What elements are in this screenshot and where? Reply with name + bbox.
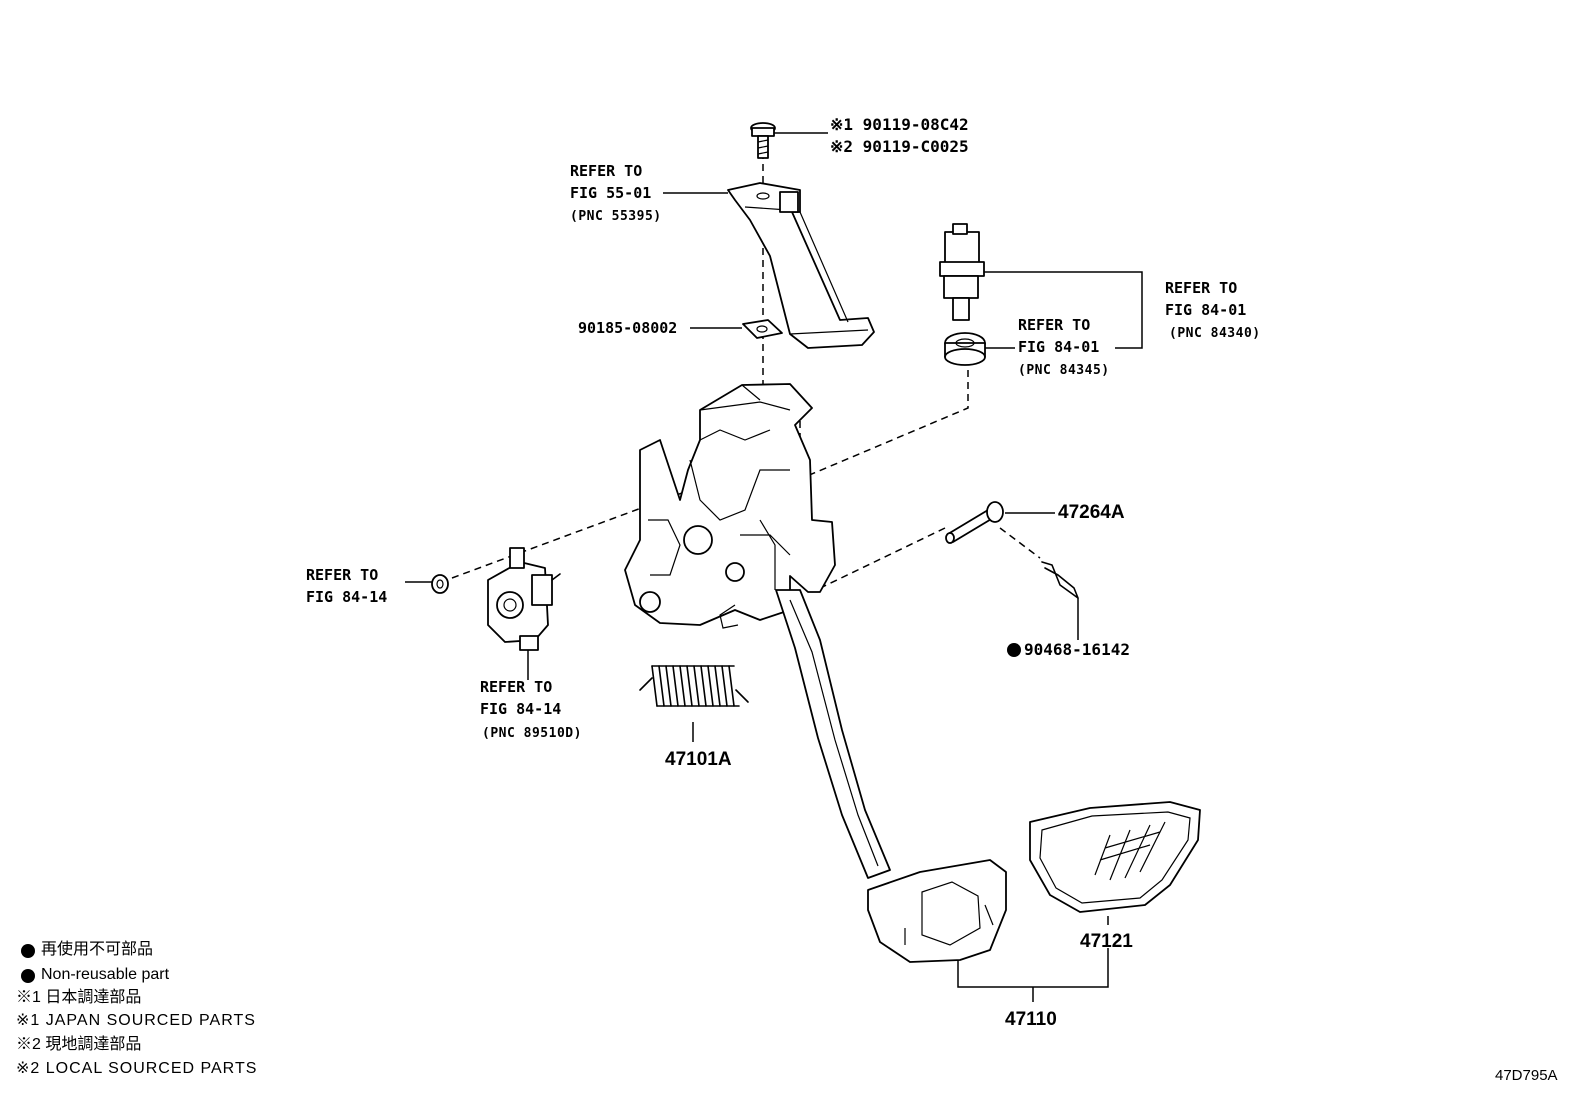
legend-japan-sourced-ja: ※1 日本調達部品 (16, 989, 142, 1006)
pedal-plate-icon (867, 859, 1007, 963)
legend-japan-sourced-en: ※1 JAPAN SOURCED PARTS (16, 1012, 256, 1029)
pnc-label: (PNC 84345) (1018, 363, 1110, 378)
assembly-line-stoplamp (754, 370, 969, 499)
return-spring-icon (639, 665, 749, 707)
pin-part-number: 47264A (1058, 502, 1125, 523)
assembly-line-pin (811, 527, 946, 593)
pedal-bracket-icon (727, 182, 875, 349)
assembly-line-sensor (451, 489, 691, 579)
refer-to-label: REFER TO (306, 566, 379, 584)
bolt-icon (750, 122, 776, 159)
pivot-pin-icon (945, 501, 1004, 544)
fig-ref-label: FIG 84-01 (1165, 301, 1247, 319)
pnc-label: (PNC 89510D) (482, 726, 582, 741)
illustration-code: 47D795A (1495, 1067, 1558, 1084)
bullet-icon (21, 944, 35, 958)
spring-part-number: 47101A (665, 749, 732, 770)
legend-nonreusable-en: Non-reusable part (41, 966, 170, 983)
pedal-pad-icon (1029, 801, 1201, 913)
fig-ref-label: FIG 84-01 (1018, 338, 1100, 356)
pad-part-number: 47121 (1080, 931, 1133, 952)
fig-ref-label: FIG 84-14 (480, 700, 562, 718)
bullet-icon (21, 969, 35, 983)
bolt-part-number-2: ※2 90119-C0025 (830, 137, 969, 156)
pedal-arm-icon (775, 589, 891, 879)
stroke-sensor-icon (487, 547, 561, 651)
fig-ref-label: FIG 55-01 (570, 184, 652, 202)
weld-nut-icon (742, 319, 783, 339)
fig-ref-label: FIG 84-14 (306, 588, 388, 606)
legend-local-sourced-en: ※2 LOCAL SOURCED PARTS (16, 1060, 258, 1077)
bolt-part-number-1: ※1 90119-08C42 (830, 115, 969, 134)
nut-part-number: 90185-08002 (578, 319, 678, 337)
refer-to-label: REFER TO (1165, 279, 1238, 297)
refer-to-label: REFER TO (480, 678, 553, 696)
assembly-line-clip (999, 527, 1041, 559)
switch-cushion-icon (944, 332, 986, 366)
non-reusable-marker-icon (1007, 643, 1021, 657)
stop-lamp-switch-icon (939, 223, 985, 321)
leader-assembly (957, 948, 1109, 1002)
leader-stoplamp-switch (975, 271, 1143, 349)
legend-local-sourced-ja: ※2 現地調達部品 (16, 1036, 142, 1053)
refer-to-label: REFER TO (570, 162, 643, 180)
retaining-clip-icon (1041, 561, 1079, 599)
clip-part-number: 90468-16142 (1024, 640, 1130, 659)
pedal-assembly-part-number: 47110 (1005, 1009, 1057, 1030)
refer-to-label: REFER TO (1018, 316, 1091, 334)
pnc-label: (PNC 55395) (570, 209, 662, 224)
pnc-label: (PNC 84340) (1169, 326, 1261, 341)
pedal-support-icon (624, 383, 836, 629)
sensor-nut-icon (431, 574, 449, 594)
legend-nonreusable-ja: 再使用不可部品 (41, 941, 154, 958)
